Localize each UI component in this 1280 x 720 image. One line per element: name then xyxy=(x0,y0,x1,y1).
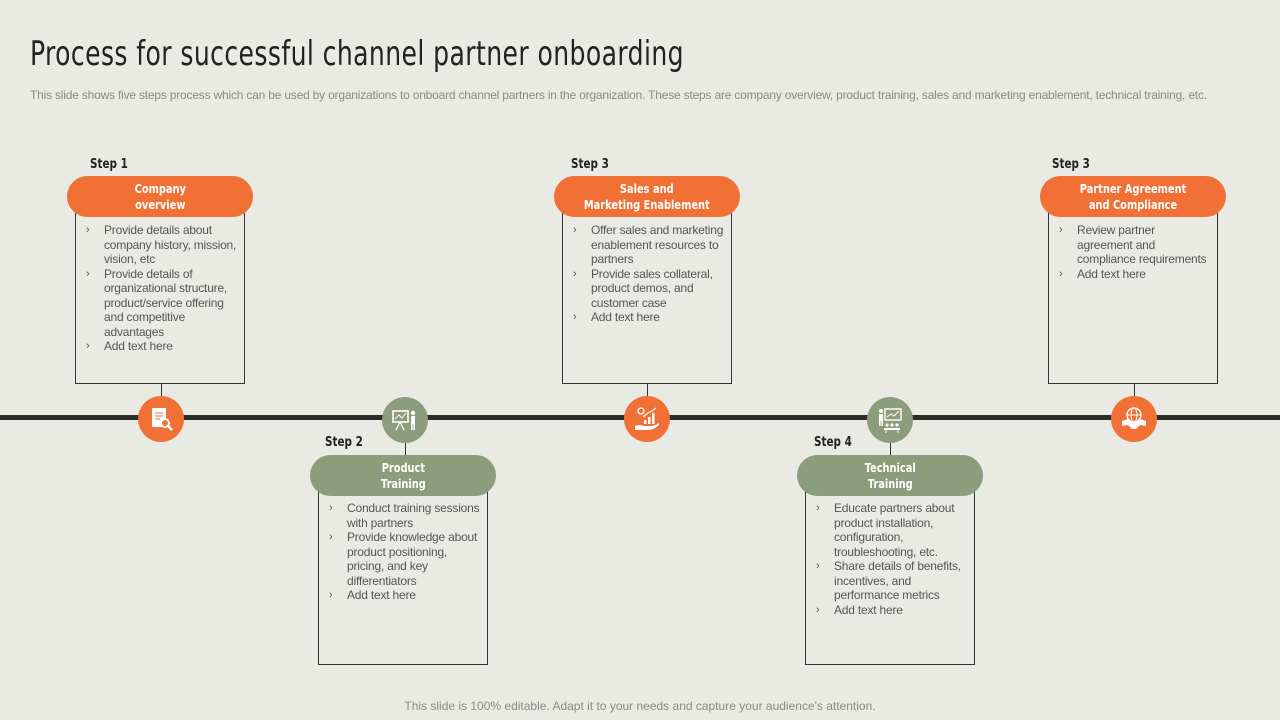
step-2-bullet: ›Provide knowledge about product positio… xyxy=(329,530,478,588)
bullet-chevron-icon: › xyxy=(1059,267,1063,280)
step-3-node xyxy=(624,396,670,442)
bullet-chevron-icon: › xyxy=(573,311,577,323)
step-4-node xyxy=(867,397,913,443)
step-5-box: ›Review partner agreement and compliance… xyxy=(1048,206,1218,384)
slide-subtitle: This slide shows five steps process whic… xyxy=(30,88,1207,102)
bullet-chevron-icon: › xyxy=(573,267,577,280)
document-search-icon xyxy=(152,408,173,431)
step-5-label: Step 3 xyxy=(1052,157,1090,172)
bullet-chevron-icon: › xyxy=(86,267,90,280)
bullet-chevron-icon: › xyxy=(86,224,90,236)
step-4-connector xyxy=(890,440,891,456)
step-1-label: Step 1 xyxy=(90,157,128,172)
step-1-node xyxy=(138,396,184,442)
step-5-connector xyxy=(1134,384,1135,398)
step-4-label: Step 4 xyxy=(814,435,852,450)
step-3-heading: Sales and Marketing Enablement xyxy=(554,176,740,217)
step-4-bullet: ›Add text here xyxy=(816,602,903,617)
step-5-bullet: ›Add text here xyxy=(1059,266,1146,281)
step-4-bullet: ›Share details of benefits, incentives, … xyxy=(816,559,961,602)
bullet-chevron-icon: › xyxy=(329,502,333,514)
step-3-box: ›Offer sales and marketing enablement re… xyxy=(562,206,732,384)
step-1-bullet: ›Provide details about company history, … xyxy=(86,223,237,266)
slide-footer: This slide is 100% editable. Adapt it to… xyxy=(404,699,876,713)
globe-handshake-icon xyxy=(1122,407,1146,429)
step-3-connector xyxy=(647,384,648,398)
step-2-bullet: ›Conduct training sessions with partners xyxy=(329,501,480,530)
step-1-bullet: ›Add text here xyxy=(86,339,173,353)
step-1-connector xyxy=(161,384,162,398)
step-2-connector xyxy=(405,440,406,456)
bullet-chevron-icon: › xyxy=(1059,224,1063,236)
step-4-box: ›Educate partners about product installa… xyxy=(805,484,975,665)
step-4-heading: Technical Training xyxy=(797,455,983,496)
step-3-bullet: ›Provide sales collateral, product demos… xyxy=(573,266,713,310)
step-2-bullet: ›Add text here xyxy=(329,588,416,602)
step-2-box: ›Conduct training sessions with partners… xyxy=(318,484,488,665)
step-5-bullet: ›Review partner agreement and compliance… xyxy=(1059,223,1207,266)
step-4-bullet: ›Educate partners about product installa… xyxy=(816,501,955,559)
step-5-heading: Partner Agreement and Compliance xyxy=(1040,176,1226,217)
step-1-box: ›Provide details about company history, … xyxy=(75,206,245,384)
classroom-training-icon xyxy=(879,408,902,433)
step-5-node xyxy=(1111,396,1157,442)
bullet-chevron-icon: › xyxy=(816,603,820,616)
bullet-chevron-icon: › xyxy=(329,531,333,543)
presentation-icon xyxy=(392,410,416,431)
step-3-bullet: ›Add text here xyxy=(573,310,660,324)
step-2-label: Step 2 xyxy=(325,435,363,450)
bullet-chevron-icon: › xyxy=(816,502,820,514)
step-3-label: Step 3 xyxy=(571,157,609,172)
hand-growth-chart-icon xyxy=(635,407,659,430)
step-2-heading: Product Training xyxy=(310,455,496,496)
step-1-heading: Company overview xyxy=(67,176,253,217)
bullet-chevron-icon: › xyxy=(573,224,577,236)
step-1-bullet: ›Provide details of organizational struc… xyxy=(86,266,228,339)
bullet-chevron-icon: › xyxy=(329,589,333,601)
step-2-node xyxy=(382,397,428,443)
bullet-chevron-icon: › xyxy=(816,560,820,572)
slide-title: Process for successful channel partner o… xyxy=(30,34,685,74)
step-3-bullet: ›Offer sales and marketing enablement re… xyxy=(573,223,724,266)
bullet-chevron-icon: › xyxy=(86,340,90,352)
